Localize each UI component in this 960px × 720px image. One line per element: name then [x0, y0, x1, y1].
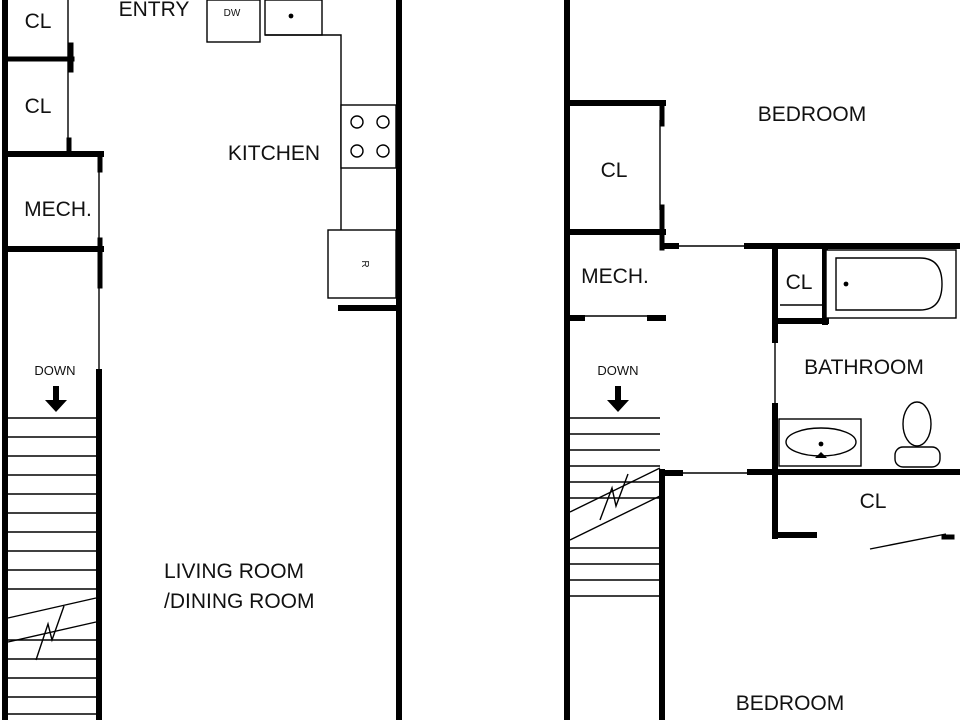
- ff-entry-label: ENTRY: [119, 0, 190, 21]
- sf-sink-faucet-icon: [815, 452, 827, 458]
- ff-stair-arrow-icon: [45, 386, 67, 412]
- ff-stair-diagonal: [7, 597, 97, 643]
- sf-closet-left-label: CL: [601, 159, 628, 182]
- sf-stair-arrow-icon: [607, 386, 629, 412]
- ff-burner-icon: [376, 115, 390, 129]
- ff-sink-drain-icon: [288, 13, 294, 19]
- sf-stair-treads: [570, 417, 660, 597]
- sf-toilet-tank: [894, 446, 941, 468]
- sf-sink-drain-icon: [818, 441, 824, 447]
- ff-stair-down-label: DOWN: [34, 363, 75, 378]
- ff-living-label-1: LIVING ROOM: [164, 560, 304, 583]
- sf-mech-label: MECH.: [581, 265, 649, 288]
- ff-mech-label: MECH.: [24, 198, 92, 221]
- ff-burner-icon: [350, 144, 364, 158]
- sf-hall-closet-door: [869, 533, 947, 550]
- sf-stair-break: [599, 473, 629, 521]
- ff-dishwasher: [206, 0, 261, 43]
- ff-burner-icon: [376, 144, 390, 158]
- sf-tub-basin: [835, 257, 943, 311]
- ff-range: [340, 104, 397, 169]
- first-floor-plan: CL CL ENTRY DW KITCHEN MECH. R DOWN LIVI…: [2, 0, 402, 720]
- ff-closet-top-label: CL: [25, 10, 52, 33]
- sf-closet-bath-label: CL: [786, 271, 813, 294]
- sf-closet-hall-label: CL: [860, 490, 887, 513]
- ff-refrigerator: [327, 229, 397, 299]
- ff-stair-treads: [8, 417, 96, 715]
- ff-closet-mid-label: CL: [25, 95, 52, 118]
- sf-toilet-bowl: [902, 401, 932, 447]
- sf-bedroom-top-label: BEDROOM: [758, 103, 867, 126]
- ff-stair-break: [35, 605, 65, 661]
- ff-kitchen-label: KITCHEN: [228, 142, 320, 165]
- ff-dishwasher-label: DW: [224, 8, 241, 19]
- ff-refrigerator-label: R: [359, 260, 370, 267]
- ff-living-label-2: /DINING ROOM: [164, 590, 315, 613]
- sf-bedroom-bottom-label: BEDROOM: [736, 692, 845, 715]
- sf-stair-diagonal: [569, 467, 661, 541]
- second-floor-plan: BEDROOM CL MECH. CL BATHROOM CL DOWN BED…: [564, 0, 960, 720]
- sf-bathroom-label: BATHROOM: [804, 356, 924, 379]
- sf-tub-drain-icon: [843, 281, 849, 287]
- sf-stair-down-label: DOWN: [597, 363, 638, 378]
- ff-burner-icon: [350, 115, 364, 129]
- ff-sink-cabinet: [264, 0, 323, 36]
- ff-counter-edge: [265, 34, 342, 230]
